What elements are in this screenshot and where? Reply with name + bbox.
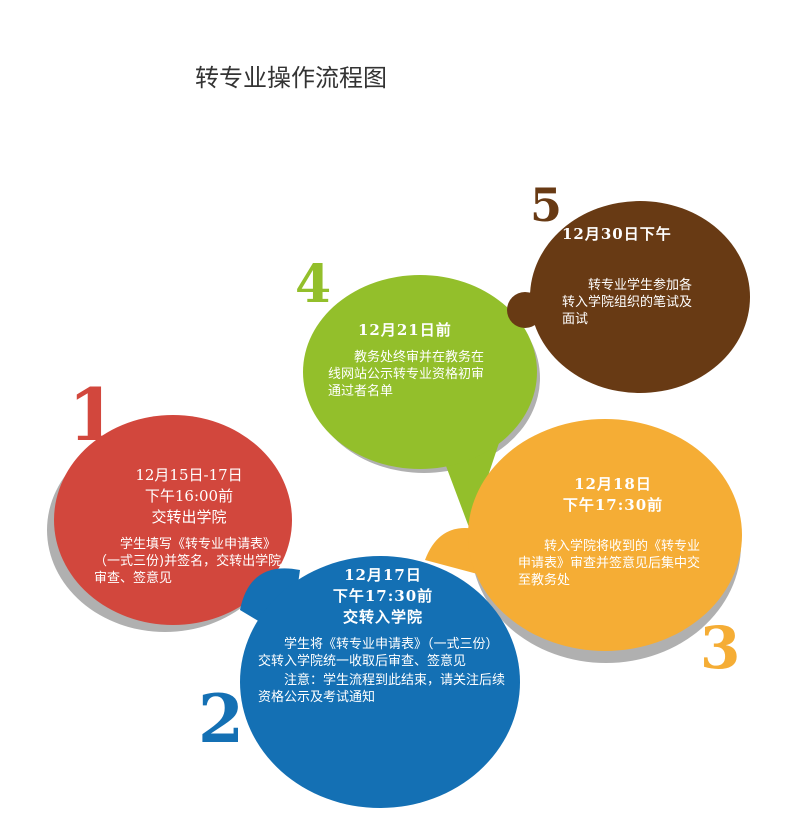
step-2-date: 12月17日 — [344, 566, 422, 584]
step-5-content: 12月30日下午 转专业学生参加各转入学院组织的笔试及面试 — [562, 224, 702, 328]
bubble-step-3 — [425, 419, 742, 663]
step-3-time: 下午17:30前 — [562, 496, 664, 514]
step-1-content: 12月15日-17日 下午16:00前 交转出学院 学生填写《转专业申请表》（一… — [94, 465, 284, 587]
step-1-date: 12月15日-17日 — [135, 466, 243, 484]
step-number-2: 2 — [198, 680, 244, 758]
step-1-time: 下午16:00前 — [144, 487, 234, 505]
step-3-date: 12月18日 — [574, 475, 652, 493]
page-title: 转专业操作流程图 — [195, 64, 387, 92]
step-number-5: 5 — [530, 178, 563, 232]
step-number-4: 4 — [295, 254, 332, 315]
bubble-step-5 — [507, 201, 750, 393]
step-2-action: 交转入学院 — [342, 608, 423, 626]
step-5-desc: 转专业学生参加各转入学院组织的笔试及面试 — [562, 278, 693, 327]
step-number-3: 3 — [700, 614, 741, 682]
step-4-date: 12月21日前 — [358, 321, 452, 339]
step-3-content: 12月18日 下午17:30前 转入学院将收到的《转专业申请表》审查并签意见后集… — [518, 474, 708, 589]
step-2-desc: 学生将《转专业申请表》（一式三份）交转入学院统一收取后审查、签意见 — [258, 637, 499, 669]
bubble-step-1 — [47, 415, 292, 632]
step-4-desc: 教务处终审并在教务在线网站公示转专业资格初审通过者名单 — [328, 350, 485, 399]
step-5-date: 12月30日下午 — [562, 225, 672, 243]
bubble-step-2 — [240, 556, 520, 808]
step-2-time: 下午17:30前 — [332, 587, 434, 605]
bubble-step-4 — [303, 275, 540, 530]
step-4-content: 12月21日前 教务处终审并在教务在线网站公示转专业资格初审通过者名单 — [328, 320, 488, 400]
step-2-note: 注意：学生流程到此结束，请关注后续资格公示及考试通知 — [258, 673, 506, 705]
step-1-desc: 学生填写《转专业申请表》（一式三份)并签名，交转出学院审查、签意见 — [94, 537, 282, 586]
step-1-action: 交转出学院 — [151, 508, 227, 526]
step-number-1: 1 — [68, 372, 119, 457]
step-2-content: 12月17日 下午17:30前 交转入学院 学生将《转专业申请表》（一式三份）交… — [258, 565, 508, 706]
step-3-desc: 转入学院将收到的《转专业申请表》审查并签意见后集中交至教务处 — [518, 539, 701, 588]
